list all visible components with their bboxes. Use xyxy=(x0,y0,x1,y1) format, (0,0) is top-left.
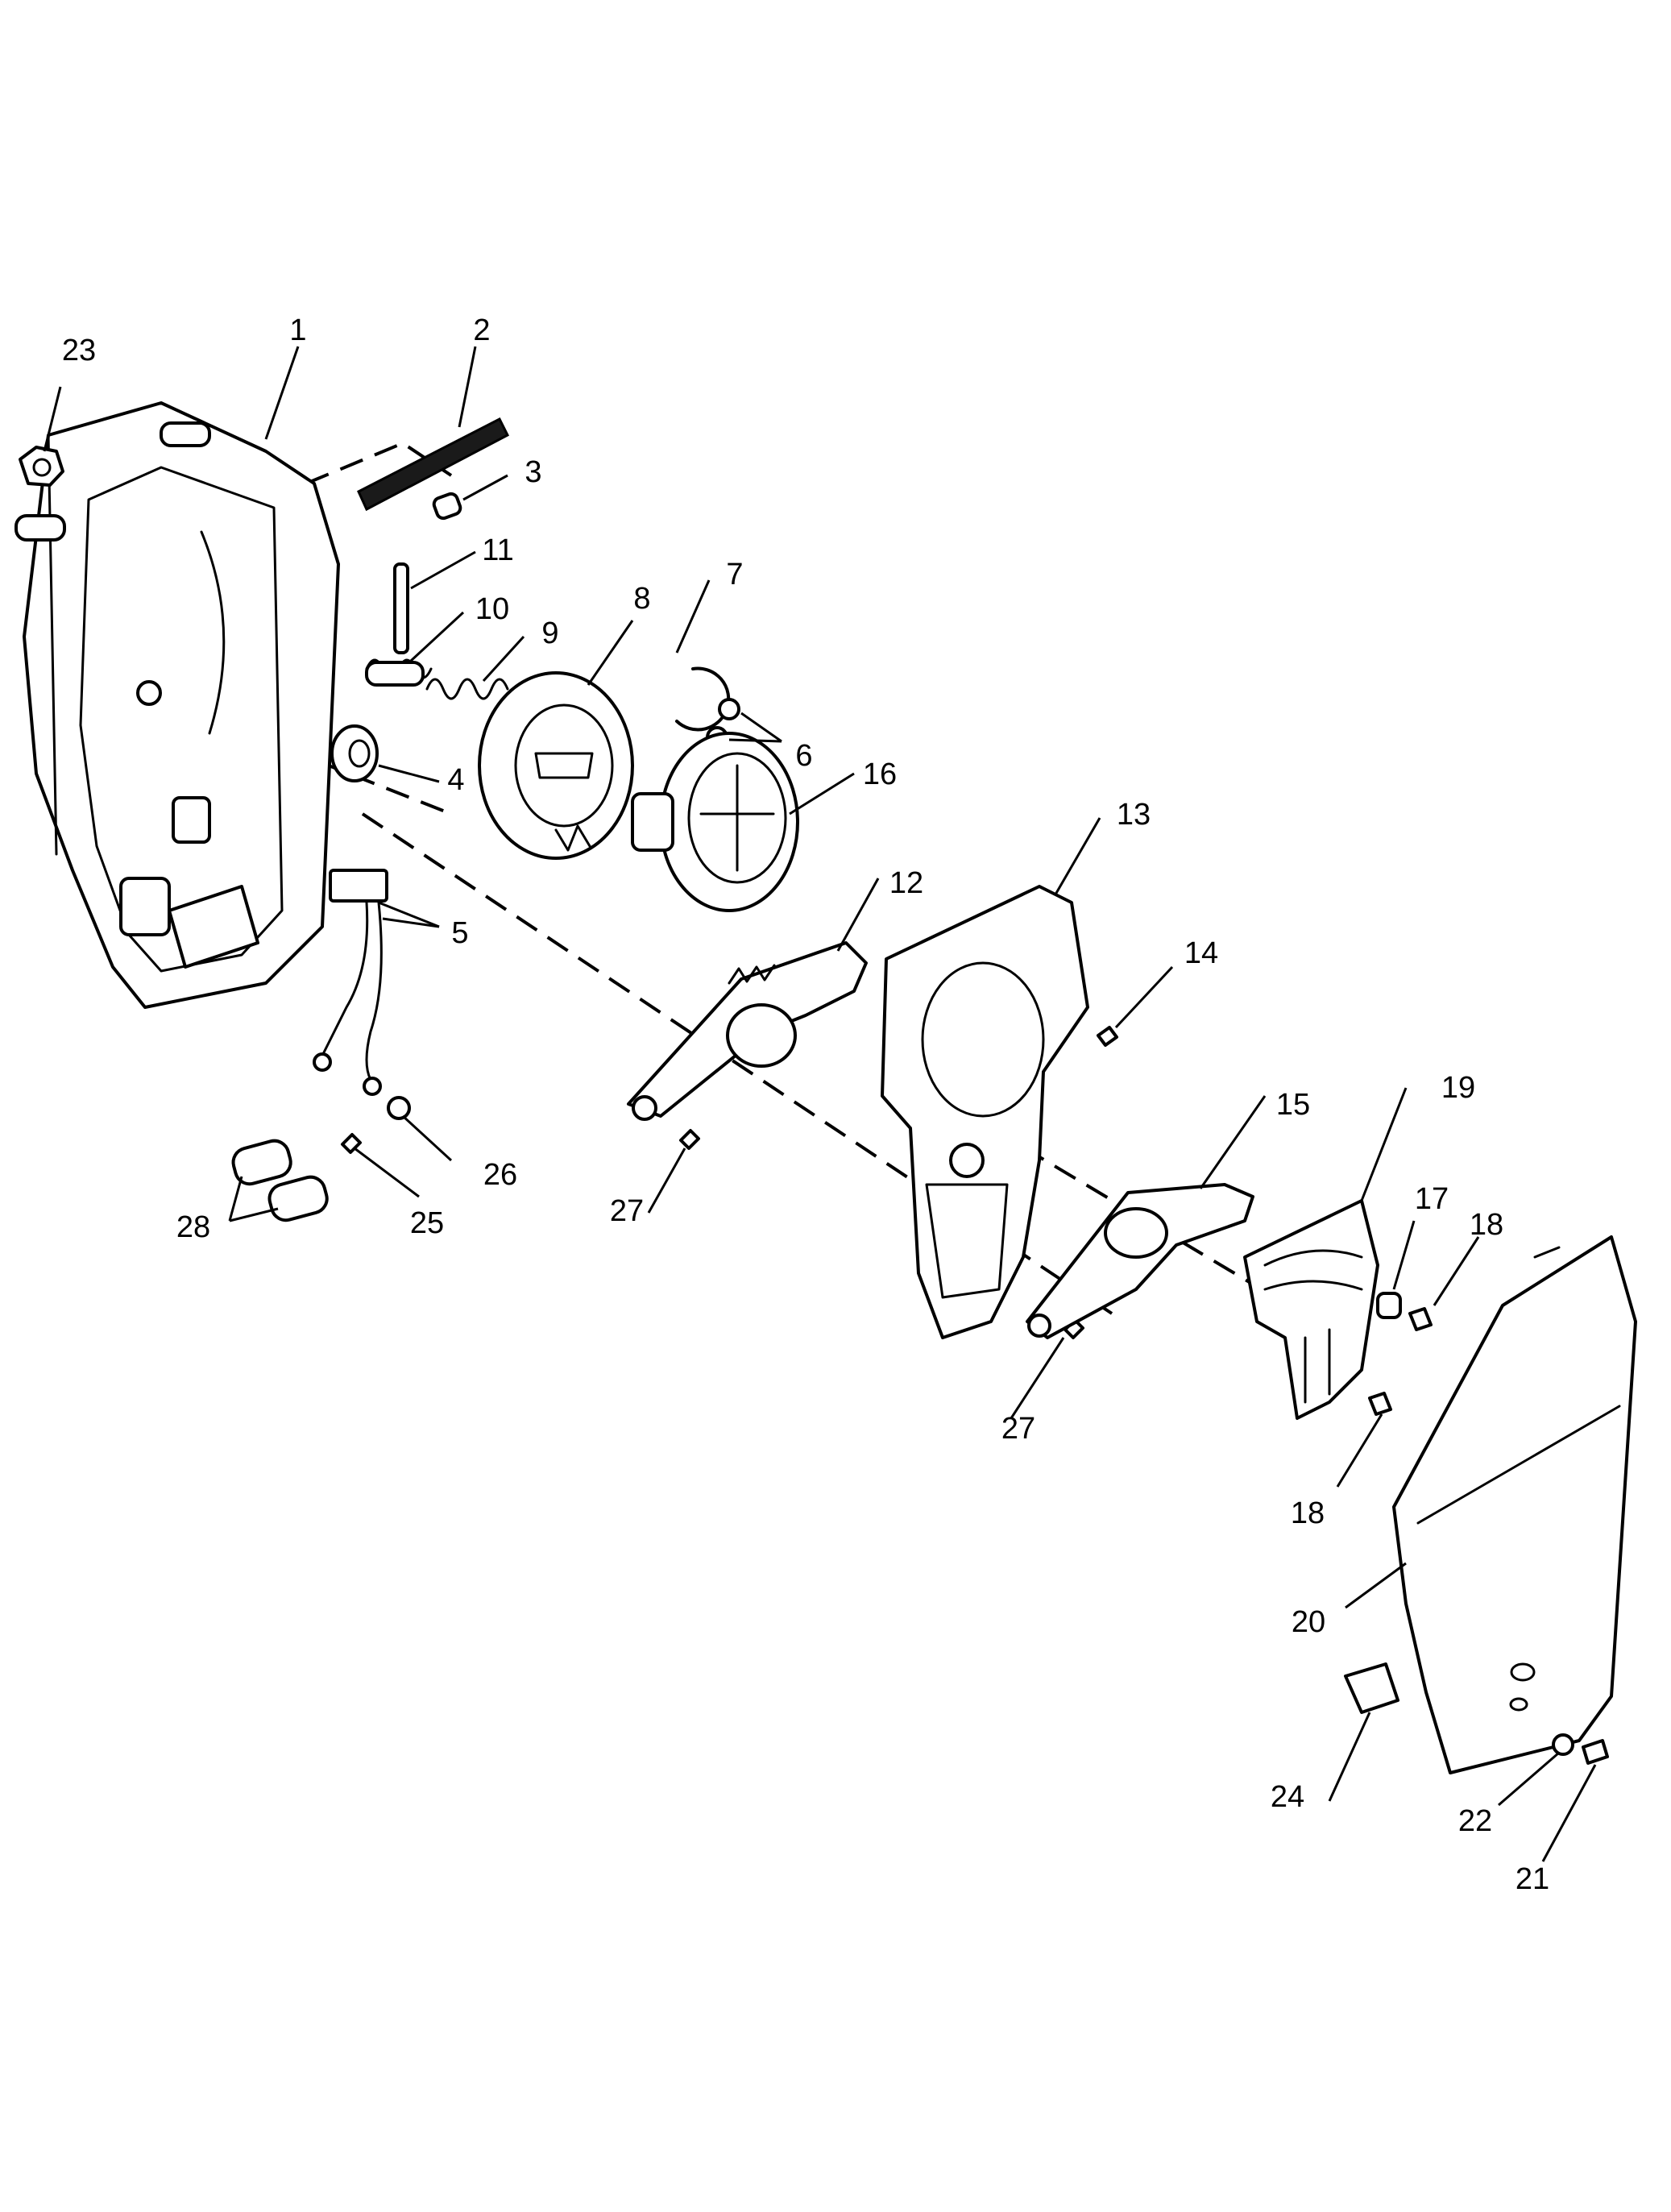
part-link xyxy=(1026,1183,1254,1339)
part-spring-large xyxy=(425,678,509,700)
callout-16: 16 xyxy=(863,757,897,791)
part-small-screw xyxy=(341,1133,362,1154)
part-connectors xyxy=(231,1139,329,1222)
callout-2: 2 xyxy=(473,313,490,347)
callout-17: 17 xyxy=(1415,1182,1449,1216)
callout-5: 5 xyxy=(451,916,468,950)
part-spacer xyxy=(1376,1292,1402,1319)
part-clip xyxy=(1344,1662,1399,1714)
callout-7: 7 xyxy=(726,558,743,591)
part-pin xyxy=(393,562,409,654)
callout-6: 6 xyxy=(795,739,812,773)
callout-11: 11 xyxy=(482,533,513,567)
callout-10: 10 xyxy=(475,592,509,626)
part-bracket xyxy=(1243,1199,1379,1420)
callout-27-left: 27 xyxy=(610,1194,644,1228)
part-screw-plate xyxy=(1097,1026,1118,1047)
part-cover-screw xyxy=(1582,1739,1609,1765)
callout-19: 19 xyxy=(1441,1071,1475,1105)
part-cam-gear xyxy=(478,671,634,860)
part-rod xyxy=(357,417,509,512)
callout-14: 14 xyxy=(1184,936,1218,970)
callout-23: 23 xyxy=(62,334,96,367)
part-housing xyxy=(15,401,340,1009)
part-bushing xyxy=(432,492,462,521)
callout-4: 4 xyxy=(447,763,464,797)
part-small-nut xyxy=(387,1096,411,1120)
callout-numbers: 1 2 3 4 5 6 7 8 9 10 11 12 13 14 15 16 1… xyxy=(62,313,1549,1896)
part-cover-washer xyxy=(1552,1733,1574,1756)
callout-25: 25 xyxy=(410,1206,444,1240)
callout-12: 12 xyxy=(889,866,923,900)
callout-18-lower: 18 xyxy=(1291,1496,1325,1530)
callout-13: 13 xyxy=(1117,798,1151,832)
callout-8: 8 xyxy=(633,582,650,616)
callout-27-right: 27 xyxy=(1001,1412,1035,1446)
callout-21: 21 xyxy=(1516,1862,1549,1896)
part-shift-lever xyxy=(627,941,868,1121)
callout-28: 28 xyxy=(176,1210,210,1244)
part-screw-lower xyxy=(1368,1392,1392,1416)
callout-18-upper: 18 xyxy=(1470,1208,1503,1242)
part-screw-upper xyxy=(1408,1307,1433,1331)
part-snap-ring xyxy=(675,666,731,732)
callout-22: 22 xyxy=(1458,1804,1492,1838)
part-clutch xyxy=(631,732,799,912)
leader-lines xyxy=(43,346,1597,1862)
callout-24: 24 xyxy=(1271,1780,1304,1814)
part-switch-harness xyxy=(313,869,388,1096)
callout-9: 9 xyxy=(541,616,558,650)
callout-26: 26 xyxy=(483,1158,517,1192)
callout-15: 15 xyxy=(1276,1088,1310,1122)
part-spring-small xyxy=(365,658,433,687)
part-nut xyxy=(19,446,64,487)
part-washer xyxy=(330,724,379,782)
callout-3: 3 xyxy=(525,455,541,489)
part-cover xyxy=(1392,1235,1637,1774)
part-screw-lever xyxy=(679,1129,700,1150)
callout-20: 20 xyxy=(1292,1605,1325,1639)
part-mounting-plate xyxy=(881,885,1089,1339)
callout-1: 1 xyxy=(289,313,306,347)
